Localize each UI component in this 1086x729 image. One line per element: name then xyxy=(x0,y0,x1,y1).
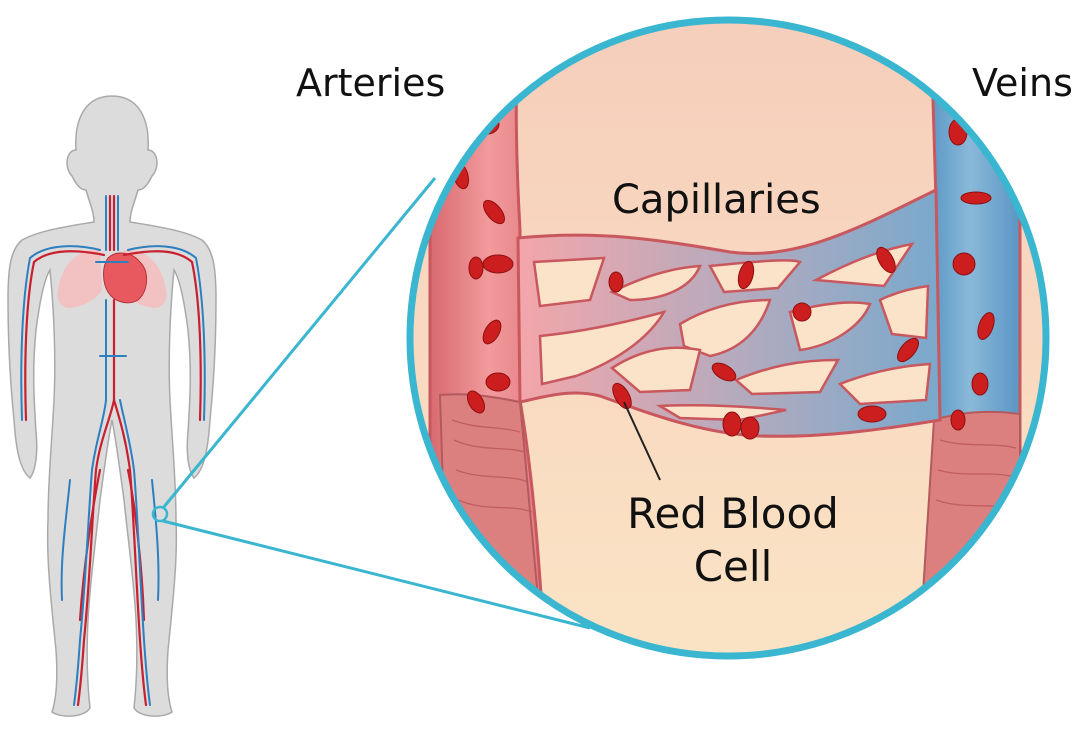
human-body-figure xyxy=(8,96,216,716)
label-red-blood-cell-line2: Cell xyxy=(620,541,846,594)
label-capillaries: Capillaries xyxy=(612,180,821,220)
label-red-blood-cell: Red Blood Cell xyxy=(620,488,846,593)
label-arteries: Arteries xyxy=(296,64,445,102)
label-red-blood-cell-line1: Red Blood xyxy=(620,488,846,541)
label-veins: Veins xyxy=(972,64,1073,102)
